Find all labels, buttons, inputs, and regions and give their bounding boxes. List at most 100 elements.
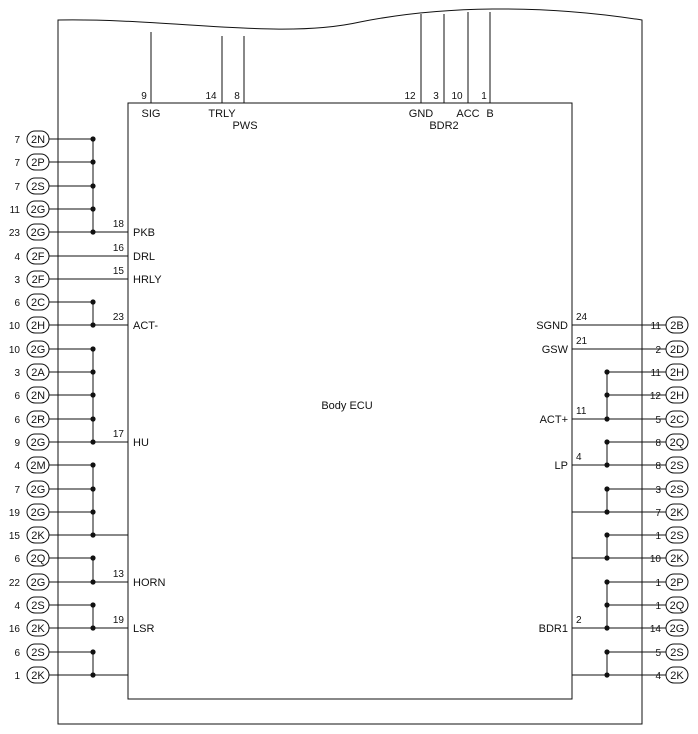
connector-label: 2F [32, 251, 45, 263]
ecu-box [127, 102, 573, 700]
left-pin-number: 4 [14, 601, 20, 612]
junction-dot [90, 509, 96, 515]
left-pin-number: 3 [14, 275, 20, 286]
junction-dot [604, 369, 610, 375]
left-terminal-number: 17 [113, 429, 125, 440]
junction-dot [90, 602, 96, 608]
connector-label: 2G [670, 623, 685, 635]
right-terminal-number: 4 [576, 452, 582, 463]
connector-label: 2P [670, 577, 683, 589]
connector-label: 2P [31, 157, 44, 169]
left-pin-number: 4 [14, 461, 20, 472]
junction-dot [90, 649, 96, 655]
right-pin-number: 1 [655, 601, 661, 612]
right-terminal-number: 2 [576, 615, 582, 626]
top-signal-label: GND [409, 108, 434, 120]
junction-dot [90, 486, 96, 492]
left-pin-number: 6 [14, 415, 20, 426]
connector-label: 2S [670, 484, 683, 496]
top-signal-label: SIG [142, 108, 161, 120]
right-pin-number: 12 [650, 391, 662, 402]
left-pin-number: 7 [14, 182, 20, 193]
junction-dot [90, 462, 96, 468]
top-pin-number: 3 [433, 91, 439, 102]
right-pin-number: 8 [655, 461, 661, 472]
junction-dot [90, 672, 96, 678]
junction-dot [90, 392, 96, 398]
right-pin-number: 4 [655, 671, 661, 682]
connector-label: 2S [670, 460, 683, 472]
top-pin-number: 12 [404, 91, 416, 102]
connector-label: 2C [670, 414, 684, 426]
left-pin-number: 16 [9, 624, 21, 635]
connector-label: 2N [31, 134, 45, 146]
left-terminal-number: 18 [113, 219, 125, 230]
left-pin-number: 7 [14, 135, 20, 146]
left-terminal-label: DRL [133, 251, 155, 263]
junction-dot [90, 159, 96, 165]
left-pin-number: 9 [14, 438, 20, 449]
top-pin-number: 14 [205, 91, 217, 102]
left-pin-number: 6 [14, 554, 20, 565]
left-pin-number: 4 [14, 252, 20, 263]
junction-dot [90, 183, 96, 189]
right-pin-number: 14 [650, 624, 662, 635]
junction-dot [604, 392, 610, 398]
left-pin-number: 10 [9, 321, 21, 332]
connector-label: 2R [31, 414, 45, 426]
right-terminal-label: LP [555, 460, 568, 472]
connector-label: 2A [31, 367, 45, 379]
right-terminal-number: 11 [576, 406, 587, 417]
junction-dot [90, 416, 96, 422]
left-terminal-number: 19 [113, 615, 125, 626]
right-pin-number: 11 [651, 321, 662, 332]
right-pin-number: 1 [655, 578, 661, 589]
right-pin-number: 5 [655, 415, 661, 426]
left-pin-number: 1 [14, 671, 20, 682]
connector-label: 2M [30, 460, 45, 472]
right-terminal-number: 21 [576, 336, 588, 347]
top-pin-number: 8 [234, 91, 240, 102]
right-terminal-label: GSW [542, 344, 569, 356]
connector-label: 2S [31, 647, 44, 659]
left-pin-number: 6 [14, 391, 20, 402]
top-pin-number: 1 [481, 91, 487, 102]
left-terminal-label: HRLY [133, 274, 162, 286]
top-signal-label: B [486, 108, 493, 120]
top-signal-label: BDR2 [429, 120, 458, 132]
outer-frame [57, 8, 643, 725]
left-pin-number: 6 [14, 648, 20, 659]
junction-dot [90, 346, 96, 352]
connector-label: 2K [670, 553, 684, 565]
connector-label: 2H [670, 367, 684, 379]
connector-label: 2N [31, 390, 45, 402]
left-terminal-number: 15 [113, 266, 125, 277]
junction-dot [604, 462, 610, 468]
connector-label: 2Q [670, 437, 685, 449]
right-terminal-label: SGND [536, 320, 568, 332]
connector-label: 2Q [31, 553, 46, 565]
junction-dot [90, 322, 96, 328]
left-terminal-label: PKB [133, 227, 155, 239]
right-terminal-label: BDR1 [539, 623, 568, 635]
junction-bus-group [90, 136, 610, 678]
junction-dot [90, 625, 96, 631]
junction-dot [90, 369, 96, 375]
connector-label: 2G [31, 484, 46, 496]
right-terminal-number: 24 [576, 312, 588, 323]
junction-dot [604, 416, 610, 422]
left-terminal-number: 16 [113, 243, 125, 254]
junction-dot [90, 206, 96, 212]
left-pin-number: 22 [9, 578, 21, 589]
connector-label: 2C [31, 297, 45, 309]
connector-label: 2D [670, 344, 684, 356]
right-pin-number: 7 [655, 508, 661, 519]
right-pin-number: 1 [655, 531, 661, 542]
junction-dot [604, 439, 610, 445]
connector-label: 2Q [670, 600, 685, 612]
left-pin-number: 19 [9, 508, 21, 519]
junction-dot [604, 509, 610, 515]
left-terminal-number: 23 [113, 312, 125, 323]
